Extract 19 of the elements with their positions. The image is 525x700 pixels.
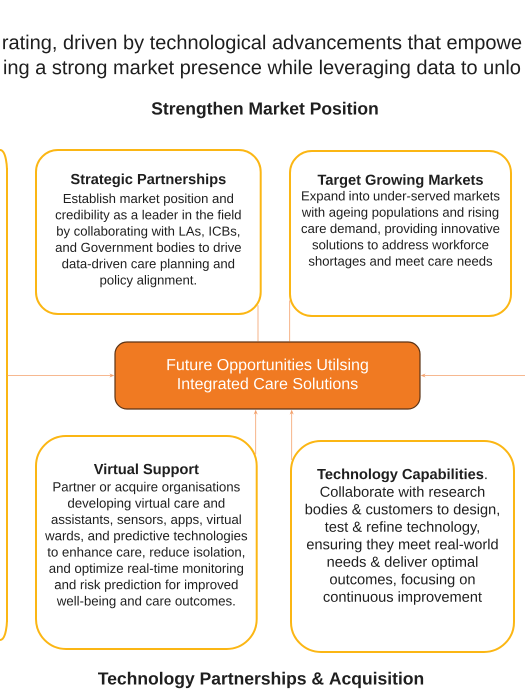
card-heading: Strategic Partnerships (70, 174, 226, 188)
card-heading: Technology Capabilities. (317, 468, 487, 482)
card-text: Establish market position and credibility as a leader in the field by collaborating with LAs, ICBs, and Government bodies to drive data-driven care planning and policy alignment. (56, 194, 241, 288)
card (35, 149, 262, 315)
card-text: Collaborate with research bodies & customers to design, test & refine technology, ensuring they meet real-world needs & deliver optimal outcomes, focusing on continuous improvement (306, 486, 499, 605)
card-text: Partner or acquire organisations developing virtual care and assistants, sensors, apps, virtual wards, and predictive technologies to enhance care, reduce isolation, and optimize real-time monitoring and risk prediction for improved well-being and care outcomes. (45, 482, 248, 608)
card-heading: Virtual Support (94, 464, 199, 478)
section-heading: Technology Partnerships & Acquisition (98, 672, 424, 688)
card (35, 435, 258, 650)
intro-text: rating, driven by technological advancements that empowe (3, 34, 522, 54)
hub-box: Future Opportunities Utilsing Integrated Care Solutions (114, 341, 421, 410)
section-heading: Strengthen Market Position (152, 102, 378, 118)
card (290, 440, 515, 653)
side-box (0, 149, 8, 641)
card-heading: Target Growing Markets (318, 174, 483, 188)
card (289, 150, 512, 317)
card-text: Expand into under-served markets with ageing populations and rising care demand, providing innovative solutions to address workforce shortages and meet care needs (302, 190, 500, 268)
connector-line (289, 300, 290, 342)
intro-text: ing a strong market presence while leveraging data to unlo (4, 60, 520, 78)
